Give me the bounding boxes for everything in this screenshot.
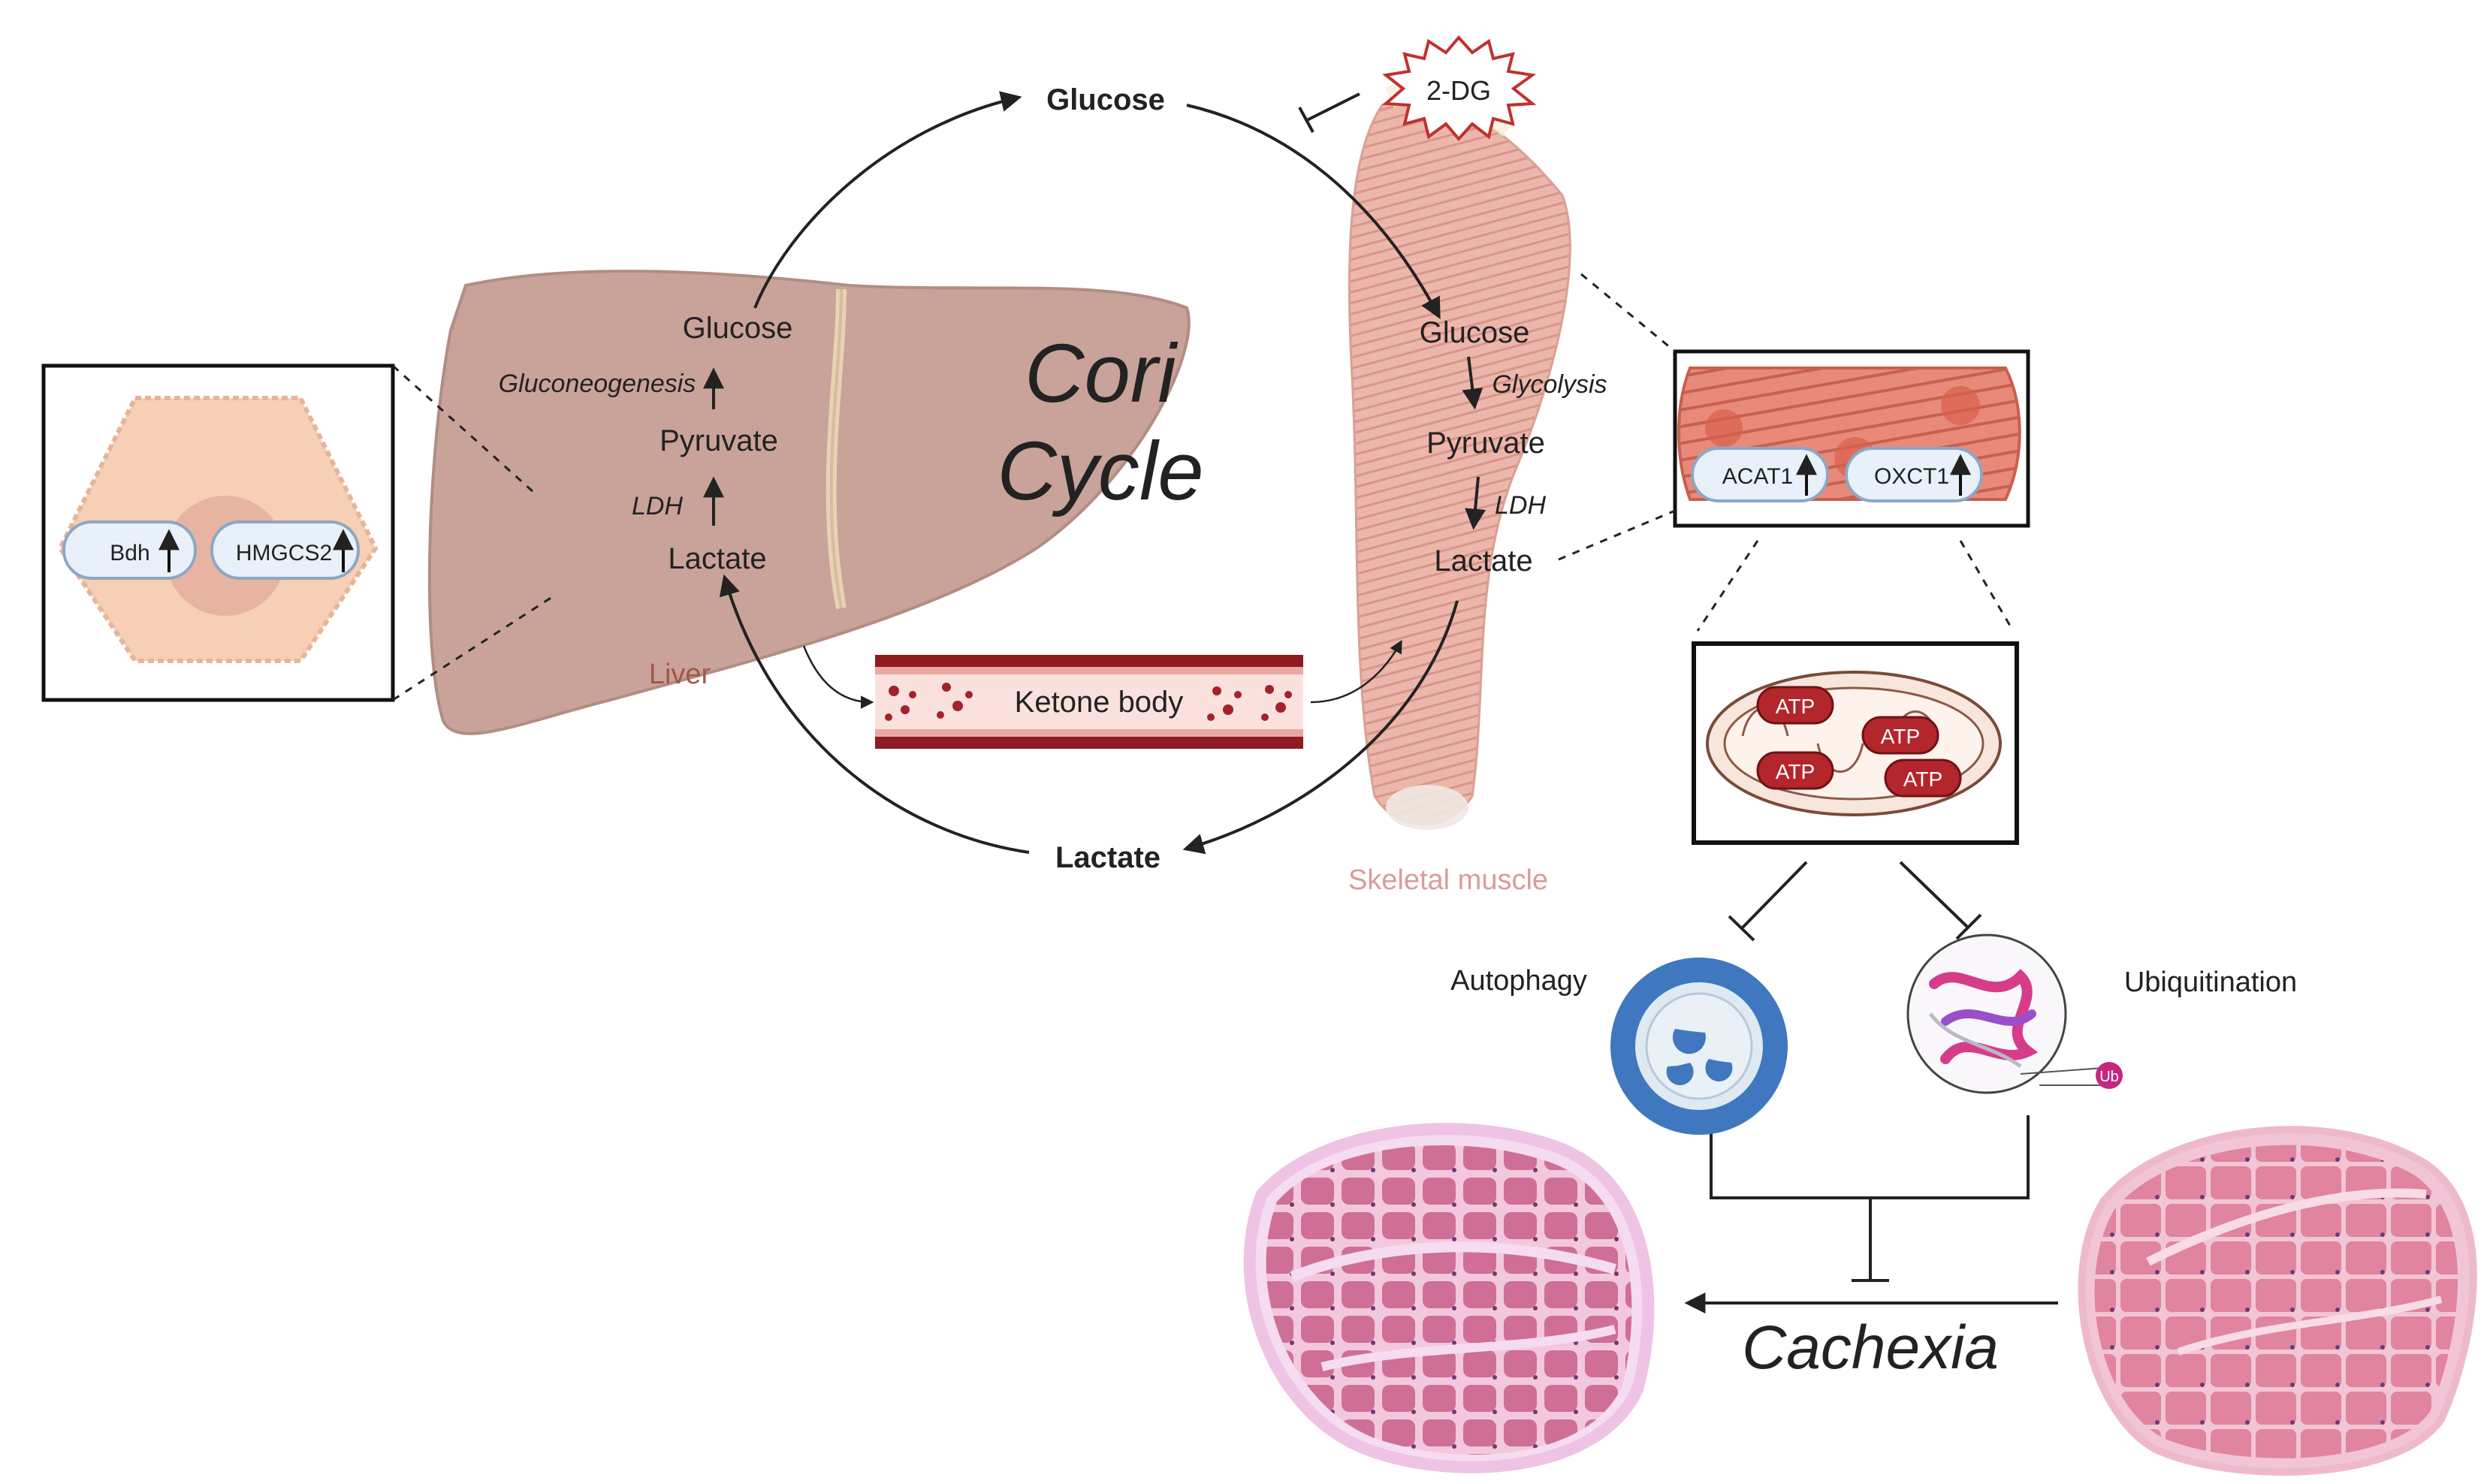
normal-muscle-tissue <box>2078 1126 2477 1476</box>
muscle-ldh-label: LDH <box>1495 491 1546 520</box>
cori-title-line2: Cycle <box>997 425 1203 517</box>
muscle-lactate: Lactate <box>1434 544 1532 578</box>
gene-oxct1: OXCT1 <box>1874 464 1949 489</box>
gene-hmgcs2: HMGCS2 <box>236 541 332 566</box>
pathway-branches <box>1684 861 2058 1314</box>
gene-pills <box>62 447 1983 580</box>
liver-ldh-label: LDH <box>632 492 683 520</box>
muscle-name: Skeletal muscle <box>1348 864 1548 896</box>
liver-glucose: Glucose <box>683 312 793 345</box>
inhibitor-label: 2-DG <box>1426 75 1491 106</box>
atp-capsules <box>1756 686 1962 798</box>
cycle-top-glucose: Glucose <box>1046 83 1165 116</box>
skeletal-muscle-organ <box>1348 80 1571 830</box>
atp-label-2: ATP <box>1881 725 1920 748</box>
cachexia-label: Cachexia <box>1742 1314 1999 1382</box>
blood-vessel <box>875 655 1303 749</box>
liver-organ <box>427 270 1191 735</box>
muscle-glucose: Glucose <box>1420 316 1530 349</box>
gluconeogenesis-label: Gluconeogenesis <box>499 369 696 398</box>
atrophic-muscle-tissue <box>1243 1123 1655 1473</box>
cori-title-line1: Cori <box>1025 327 1178 420</box>
cori-cycle-arrows <box>703 91 1486 855</box>
autophagy-label: Autophagy <box>1450 965 1587 997</box>
atp-label-4: ATP <box>1903 768 1942 791</box>
liver-lactate: Lactate <box>668 542 766 575</box>
ubiquitination-label: Ubiquitination <box>2124 967 2297 998</box>
mitochondrion-inset <box>1692 641 2019 845</box>
gene-bdh: Bdh <box>110 541 149 566</box>
cycle-bottom-lactate: Lactate <box>1055 841 1161 874</box>
atp-label-1: ATP <box>1776 695 1815 718</box>
gene-acat1: ACAT1 <box>1722 464 1793 489</box>
glycolysis-label: Glycolysis <box>1492 370 1607 399</box>
ubiquitination-icon <box>1906 934 2123 1094</box>
inhibitor-starburst <box>1382 35 1537 142</box>
ub-tag-label: Ub <box>2099 1069 2119 1085</box>
liver-pyruvate: Pyruvate <box>659 424 778 457</box>
ketone-body-label: Ketone body <box>1015 686 1184 719</box>
autophagy-icon <box>1610 958 1788 1135</box>
liver-name: Liver <box>649 659 711 690</box>
muscle-pyruvate: Pyruvate <box>1426 427 1545 460</box>
atp-label-3: ATP <box>1776 760 1815 783</box>
